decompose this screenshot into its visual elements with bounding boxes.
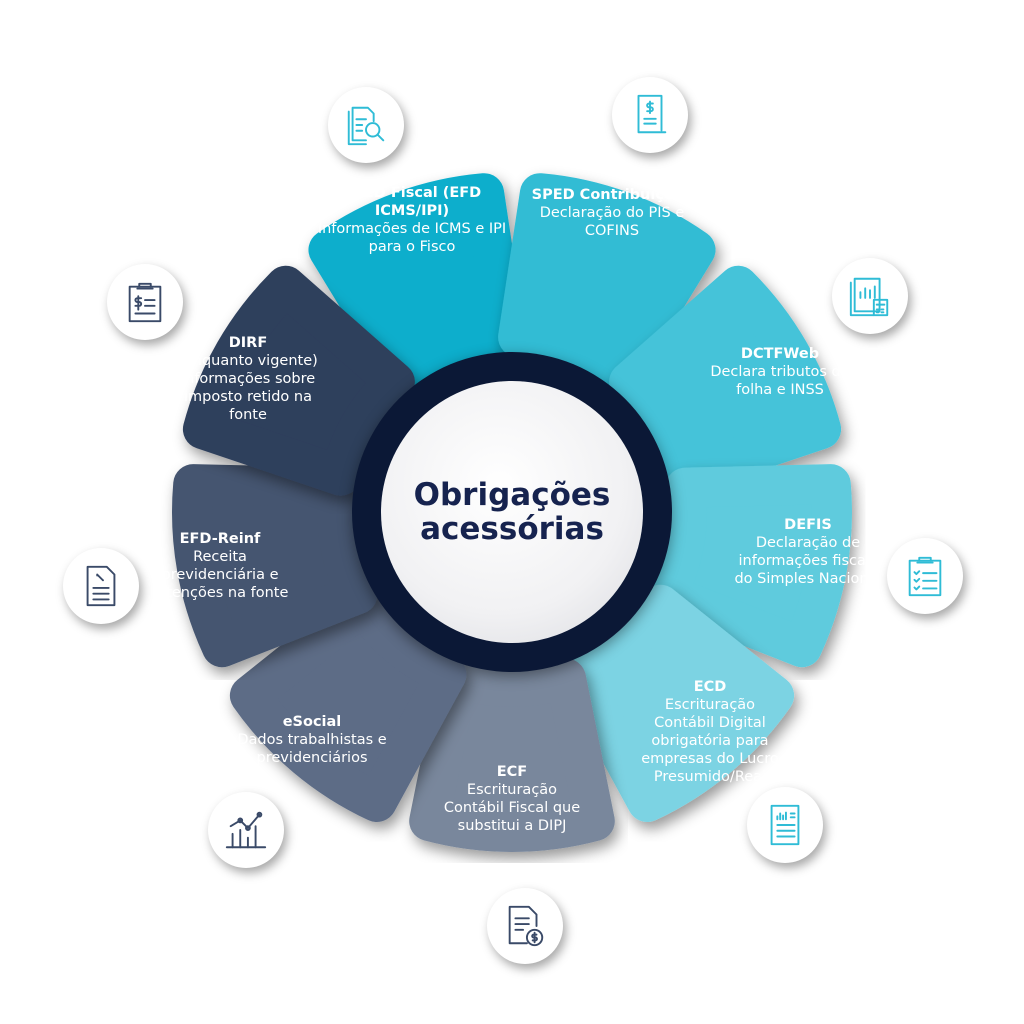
item-desc: Declaração do PIS e COFINS: [539, 205, 685, 239]
petal-sped-contribuicoes: [498, 173, 716, 395]
item-title: eSocial: [282, 714, 342, 730]
item-title: EFD-Reinf: [179, 531, 261, 547]
item-title: SPED Contribuições: [531, 187, 693, 203]
item-desc: Receita previdenciária e retenções na fo…: [151, 549, 289, 601]
item-desc: Escrituração Contábil Digital obrigatóri…: [641, 697, 779, 785]
document-coin-icon: [487, 888, 563, 964]
item-ecd: ECD Escrituração Contábil Digital obrigat…: [635, 678, 785, 786]
document-percent-icon: [63, 548, 139, 624]
item-desc: Dados trabalhistas e previdenciários: [237, 732, 387, 766]
item-desc: Declara tributos de folha e INSS: [710, 364, 850, 398]
clipboard-checklist-icon: [887, 538, 963, 614]
document-search-icon: [328, 87, 404, 163]
item-title: ECF: [496, 764, 528, 780]
center-title-line2: acessórias: [420, 511, 604, 547]
petal-dctfweb: [609, 265, 842, 496]
bar-line-chart-icon: [208, 792, 284, 868]
item-dirf: DIRF (enquanto vigente) Informações sobre…: [173, 334, 323, 424]
center-circle: Obrigações acessórias: [381, 381, 643, 643]
center-title-line1: Obrigações: [413, 477, 611, 513]
report-calculator-icon: [832, 258, 908, 334]
petal-esocial: [229, 584, 467, 823]
item-desc: Declaração de informações fiscais do Sim…: [734, 535, 882, 587]
item-desc: (enquanto vigente) Informações sobre imp…: [178, 353, 318, 423]
receipt-dollar-icon: [612, 77, 688, 153]
item-ecf: ECF Escrituração Contábil Fiscal que subs…: [442, 763, 582, 835]
item-sped-fiscal: SPED Fiscal (EFD ICMS/IPI)Informações de…: [317, 184, 507, 256]
item-title: DEFIS: [784, 517, 832, 533]
item-title: DCTFWeb: [740, 346, 820, 362]
petal-ecd: [557, 584, 795, 823]
item-defis: DEFIS Declaração de informações fiscais d…: [728, 516, 888, 588]
petal-sped-fiscal: [308, 173, 526, 395]
petal-defis: [646, 464, 852, 668]
item-title: SPED Fiscal (EFD ICMS/IPI): [342, 185, 482, 219]
petal-ecf: [409, 658, 615, 852]
item-title: DIRF: [228, 335, 268, 351]
petal-dirf: [182, 265, 415, 496]
item-desc: Informações de ICMS e IPI para o Fisco: [317, 221, 507, 255]
item-desc: Escrituração Contábil Fiscal que substit…: [443, 782, 581, 834]
petal-efd-reinf: [172, 464, 378, 668]
clipboard-dollar-icon: [107, 264, 183, 340]
item-title: ECD: [693, 679, 727, 695]
document-chart-icon: [747, 787, 823, 863]
